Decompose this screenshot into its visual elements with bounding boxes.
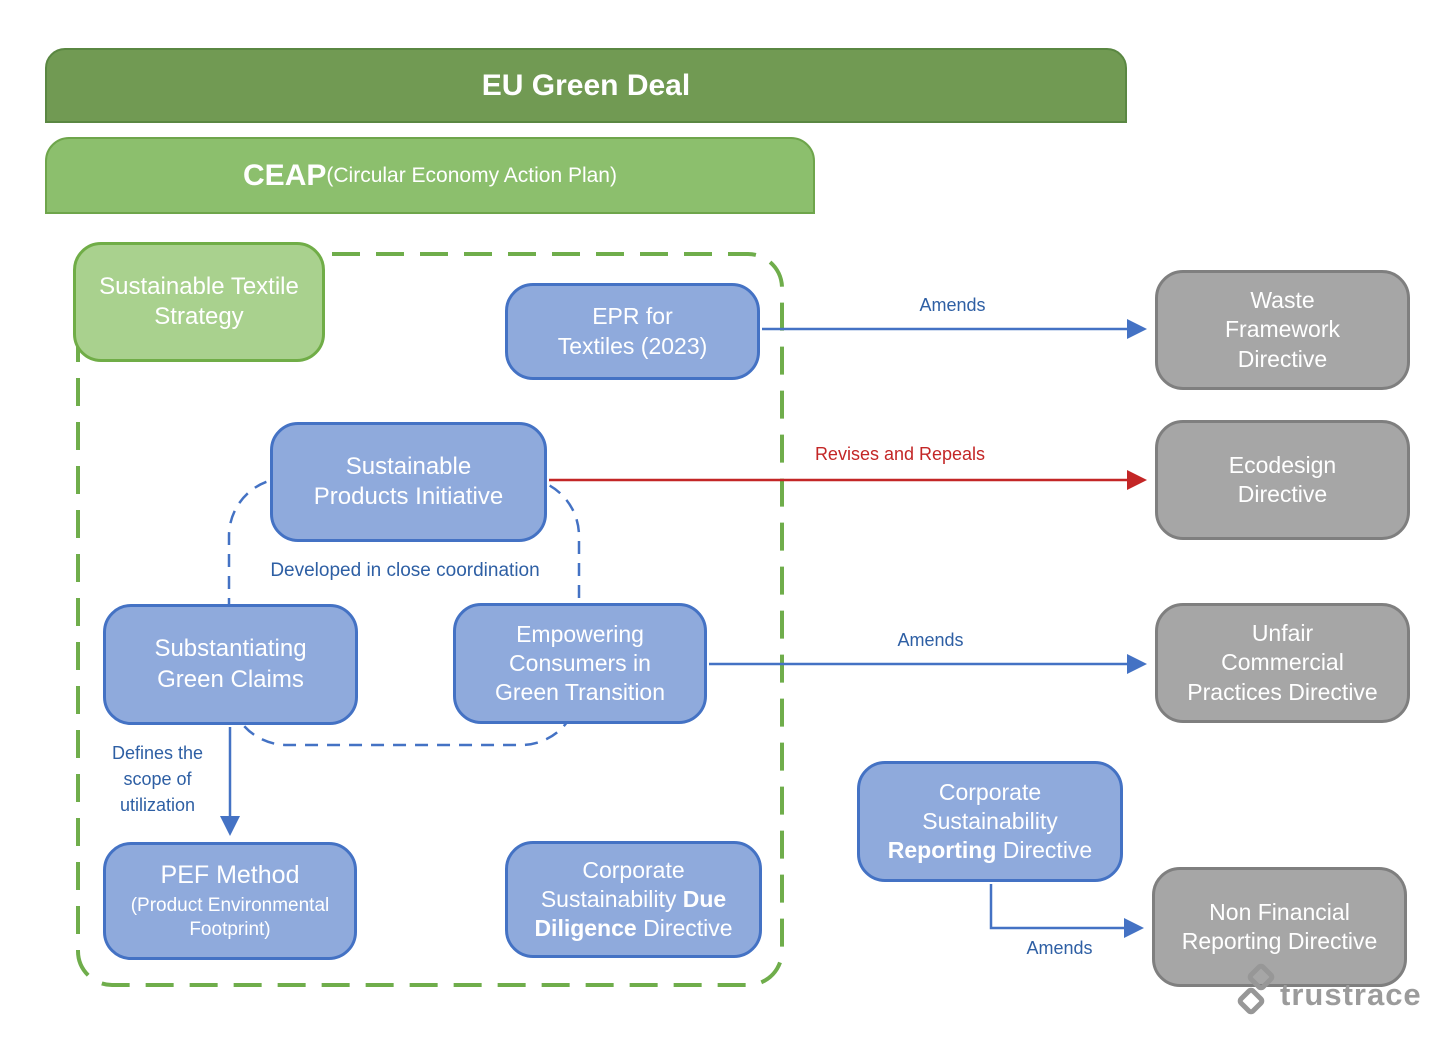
- ceap-subtitle: (Circular Economy Action Plan): [326, 163, 617, 187]
- box-epr-for-textiles: EPR for Textiles (2023): [505, 283, 760, 380]
- label-developed-in-close-coordination: Developed in close coordination: [270, 560, 540, 581]
- label-amends-csrd: Amends: [1026, 938, 1093, 958]
- eu-green-deal-banner: EU Green Deal: [45, 48, 1127, 123]
- csddd-line2: Sustainability: [540, 885, 683, 912]
- csrd-line3-bold: Reporting: [887, 837, 997, 864]
- box-ecodesign-directive: Ecodesign Directive: [1155, 420, 1410, 540]
- box-non-financial-reporting-directive: Non Financial Reporting Directive: [1152, 867, 1407, 987]
- csddd-line3-bold: Diligence: [534, 915, 637, 942]
- box-corporate-sustainability-due-diligence: Corporate Sustainability Due Diligence D…: [505, 841, 762, 958]
- csddd-line2-bold: Due: [682, 885, 727, 912]
- box-corporate-sustainability-reporting: Corporate Sustainability Reporting Direc…: [857, 761, 1123, 882]
- csddd-line1: Corporate: [582, 856, 685, 883]
- pef-method-subtitle: (Product Environmental Footprint): [130, 895, 330, 940]
- label-defines-the-scope-of-utilization: Defines the scope of utilization: [111, 743, 204, 815]
- box-sustainable-textile-strategy: Sustainable Textile Strategy: [73, 242, 325, 362]
- box-substantiating-green-claims: Substantiating Green Claims: [103, 604, 358, 725]
- csrd-line3-rest: Directive: [996, 837, 1093, 864]
- box-pef-method: PEF Method (Product Environmental Footpr…: [103, 842, 357, 960]
- trustrace-logo-text: trustrace: [1280, 977, 1422, 1012]
- box-waste-framework-directive: Waste Framework Directive: [1155, 270, 1410, 390]
- ceap-title: CEAP: [243, 158, 327, 192]
- box-unfair-commercial-practices-directive: Unfair Commercial Practices Directive: [1155, 603, 1410, 723]
- csrd-line1: Corporate: [938, 778, 1042, 805]
- label-revises-and-repeals: Revises and Repeals: [814, 444, 986, 464]
- label-amends-epr: Amends: [919, 295, 986, 315]
- box-sustainable-products-initiative: Sustainable Products Initiative: [270, 422, 547, 542]
- ceap-banner: CEAP (Circular Economy Action Plan): [45, 137, 815, 214]
- arrow-csrd-to-non-financial: [989, 884, 1144, 938]
- label-amends-empowering: Amends: [897, 630, 964, 650]
- box-empowering-consumers: Empowering Consumers in Green Transition: [453, 603, 707, 724]
- csddd-line3-rest: Directive: [636, 915, 733, 942]
- csrd-line2: Sustainability: [922, 807, 1058, 834]
- pef-method-title: PEF Method: [160, 861, 300, 890]
- eu-green-deal-title: EU Green Deal: [481, 68, 691, 102]
